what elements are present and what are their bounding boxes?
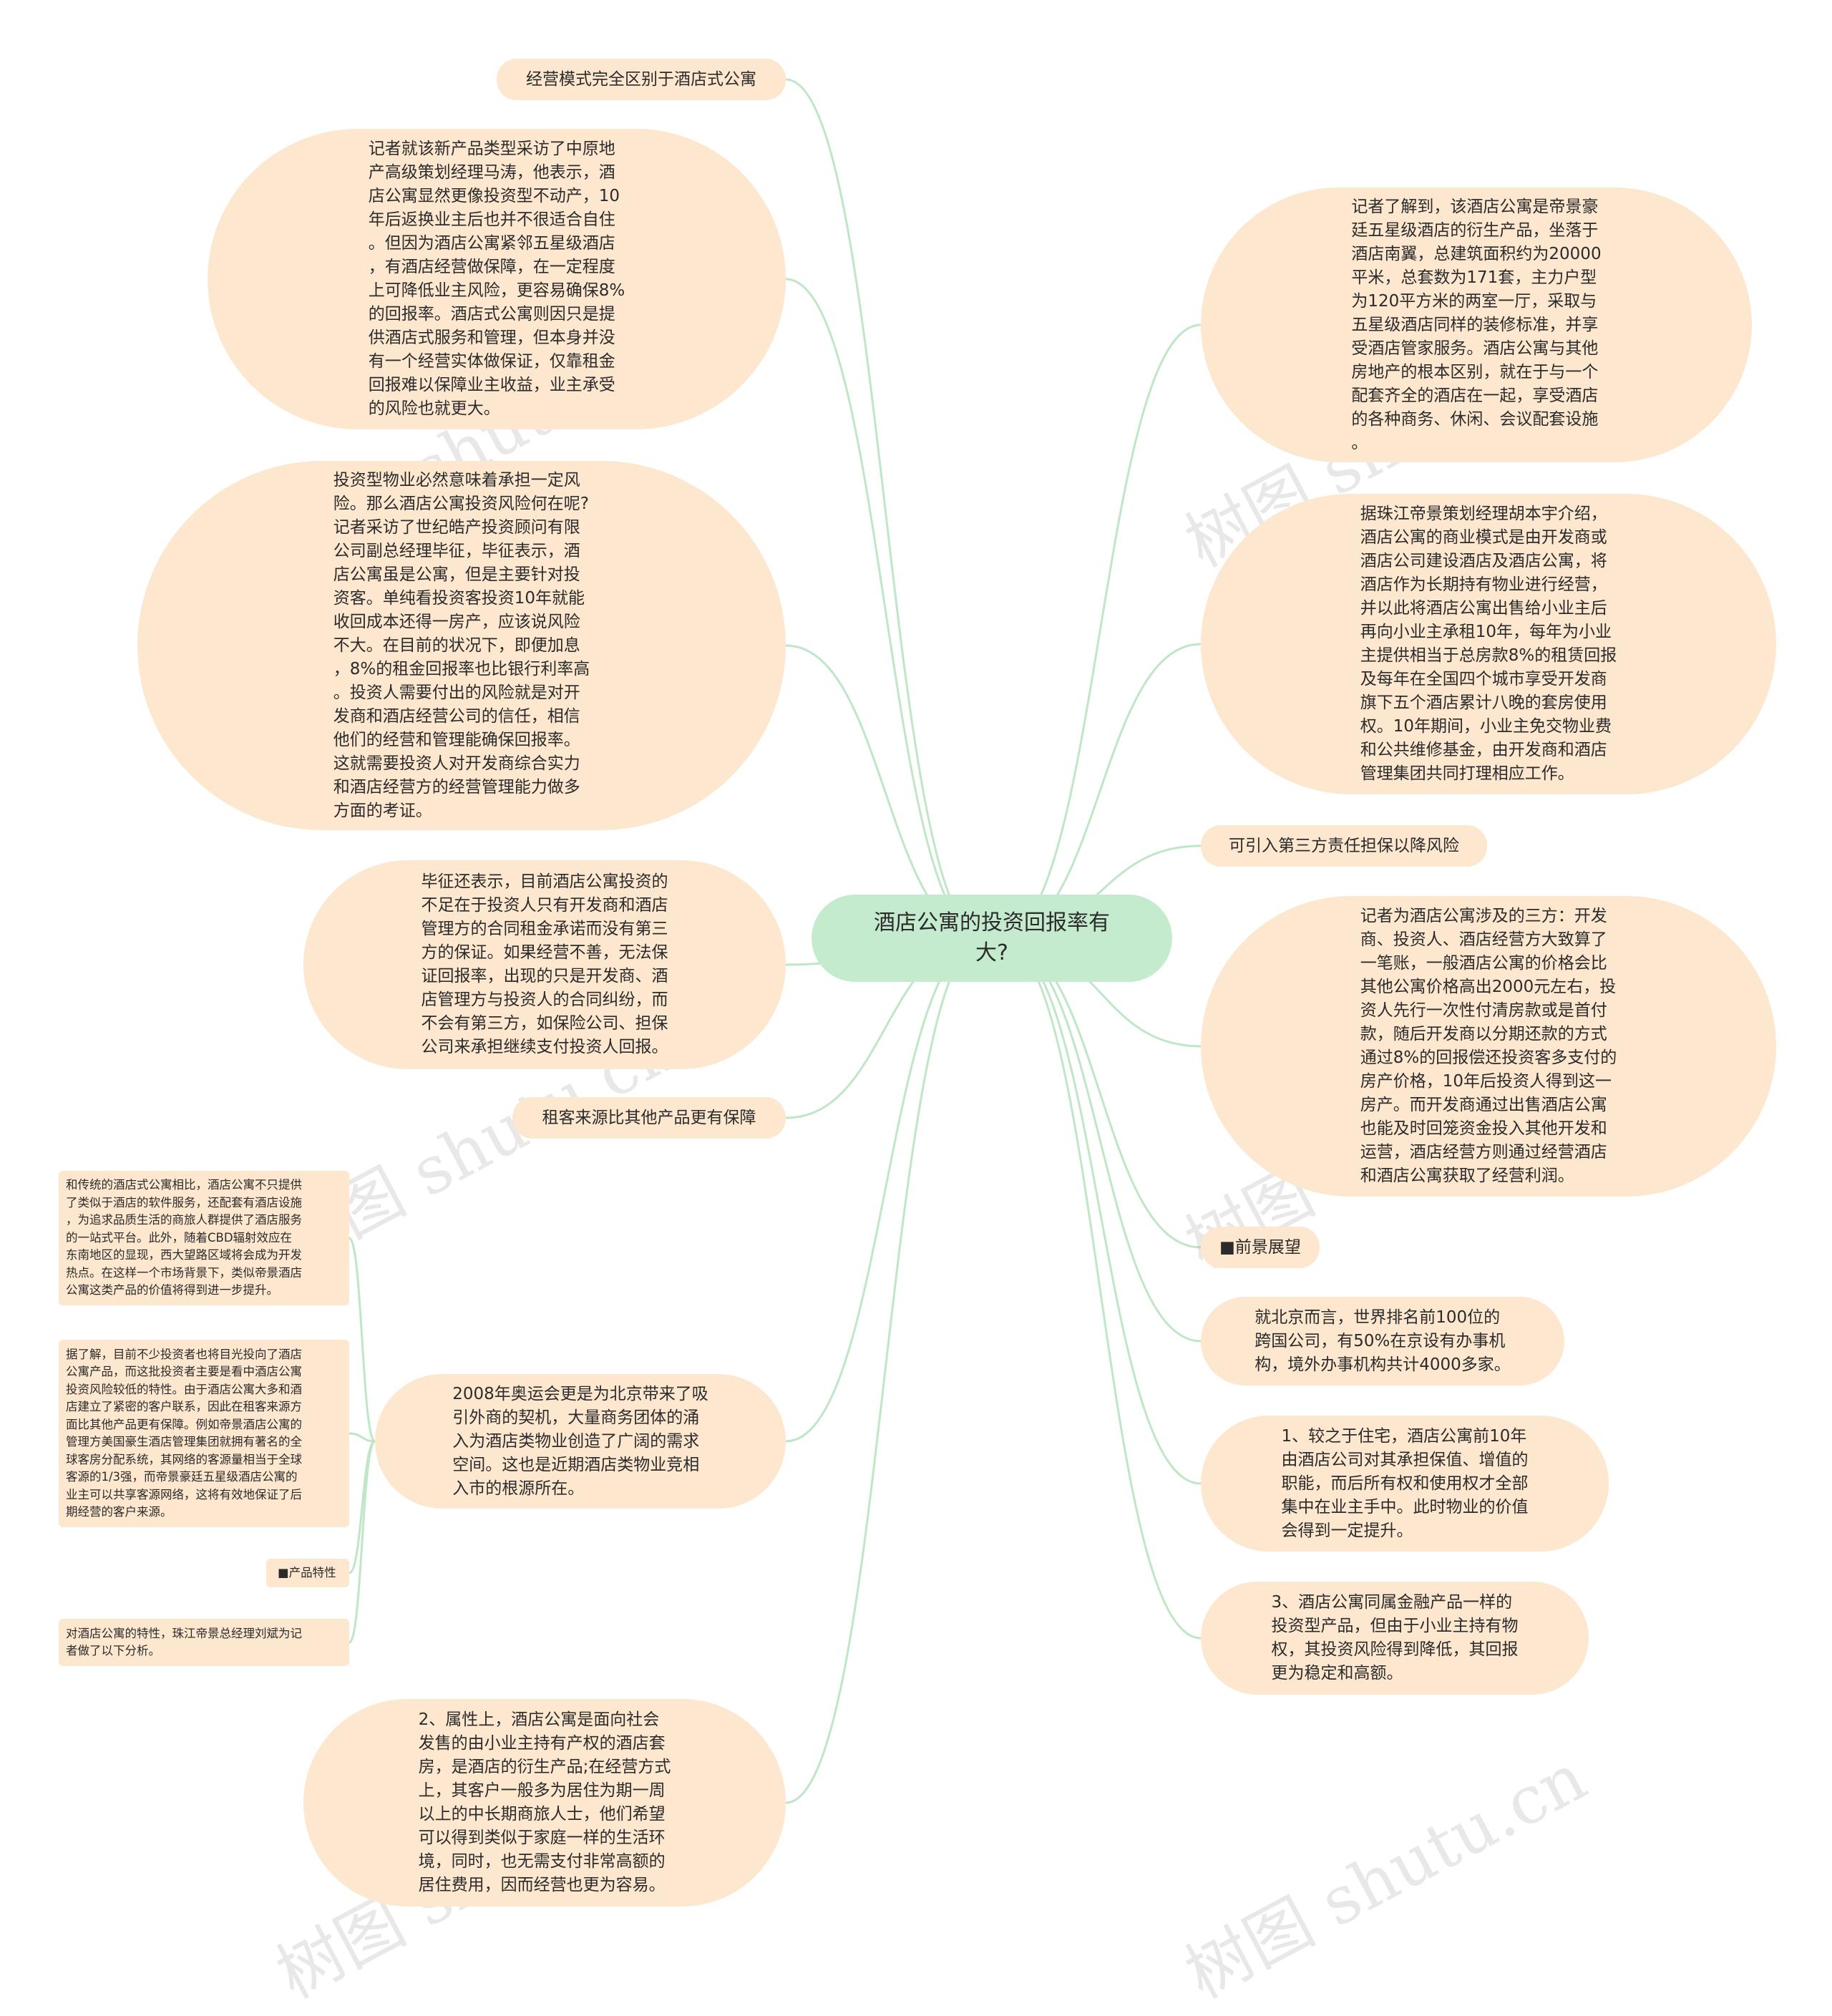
sub-topic-text: ■产品特性 bbox=[278, 1565, 336, 1579]
topic-node[interactable]: 记者了解到，该酒店公寓是帝景豪 廷五星级酒店的衍生产品，坐落于 酒店南翼，总建筑… bbox=[1201, 188, 1752, 462]
connector-line bbox=[785, 78, 985, 940]
topic-node[interactable]: 毕征还表示，目前酒店公寓投资的 不足在于投资人只有开发商和酒店 管理方的合同租金… bbox=[303, 860, 786, 1069]
topic-node[interactable]: 记者为酒店公寓涉及的三方：开发 商、投资人、酒店经营方大致算了 一笔账，一般酒店… bbox=[1201, 896, 1776, 1197]
sub-topic-text: 和传统的酒店式公寓相比，酒店公寓不只提供 了类似于酒店的软件服务，还配套有酒店设… bbox=[66, 1178, 302, 1297]
topic-node[interactable]: ■前景展望 bbox=[1201, 1227, 1320, 1268]
connector-line bbox=[348, 1237, 376, 1443]
root-topic-label: 酒店公寓的投资回报率有 大? bbox=[874, 910, 1110, 965]
connector-line bbox=[998, 937, 1202, 1485]
topic-text: 1、较之于住宅，酒店公寓前10年 由酒店公司对其承担保值、增值的 职能，而后所有… bbox=[1281, 1426, 1529, 1540]
topic-text: 记者就该新产品类型采访了中原地 产高级策划经理马涛，他表示，酒 店公寓显然更像投… bbox=[368, 140, 625, 418]
topic-node[interactable]: 2008年奥运会更是为北京带来了吸 引外商的契机，大量商务团体的涌 入为酒店类物… bbox=[375, 1374, 786, 1509]
topic-node[interactable]: 投资型物业必然意味着承担一定风 险。那么酒店公寓投资风险何在呢? 记者采访了世纪… bbox=[137, 461, 786, 830]
topic-text: 经营模式完全区别于酒店式公寓 bbox=[526, 70, 756, 89]
topic-node[interactable]: 可引入第三方责任担保以降风险 bbox=[1201, 825, 1487, 867]
connector-line bbox=[998, 323, 1202, 940]
topic-text: 毕征还表示，目前酒店公寓投资的 不足在于投资人只有开发商和酒店 管理方的合同租金… bbox=[421, 872, 668, 1056]
topic-text: 可引入第三方责任担保以降风险 bbox=[1229, 837, 1459, 855]
topic-text: 据珠江帝景策划经理胡本宇介绍， 酒店公寓的商业模式是由开发商或 酒店公司建设酒店… bbox=[1360, 505, 1617, 783]
topic-text: 2008年奥运会更是为北京带来了吸 引外商的契机，大量商务团体的涌 入为酒店类物… bbox=[452, 1384, 708, 1498]
sub-topic-node[interactable]: 和传统的酒店式公寓相比，酒店公寓不只提供 了类似于酒店的软件服务，还配套有酒店设… bbox=[59, 1171, 349, 1305]
connector-line bbox=[998, 937, 1202, 1249]
topic-node[interactable]: 经营模式完全区别于酒店式公寓 bbox=[497, 59, 786, 100]
sub-topic-node[interactable]: ■产品特性 bbox=[266, 1559, 349, 1587]
topic-text: 记者了解到，该酒店公寓是帝景豪 廷五星级酒店的衍生产品，坐落于 酒店南翼，总建筑… bbox=[1351, 197, 1602, 452]
connector-line bbox=[785, 937, 985, 1804]
topic-text: 记者为酒店公寓涉及的三方：开发 商、投资人、酒店经营方大致算了 一笔账，一般酒店… bbox=[1360, 907, 1617, 1185]
topic-text: 投资型物业必然意味着承担一定风 险。那么酒店公寓投资风险何在呢? 记者采访了世纪… bbox=[333, 470, 590, 820]
sub-topic-text: 据了解，目前不少投资者也将目光投向了酒店 公寓产品，而这批投资者主要是看中酒店公… bbox=[66, 1347, 302, 1519]
root-topic[interactable]: 酒店公寓的投资回报率有 大? bbox=[812, 895, 1172, 982]
topic-node[interactable]: 2、属性上，酒店公寓是面向社会 发售的由小业主持有产权的酒店套 房，是酒店的衍生… bbox=[303, 1699, 786, 1907]
connector-line bbox=[349, 1432, 376, 1443]
connector-line bbox=[348, 1440, 376, 1644]
topic-text: ■前景展望 bbox=[1219, 1238, 1301, 1257]
sub-topic-node[interactable]: 对酒店公寓的特性，珠江帝景总经理刘斌为记 者做了以下分析。 bbox=[59, 1619, 349, 1666]
topic-text: 就北京而言，世界排名前100位的 跨国公司，有50%在京设有办事机 构，境外办事… bbox=[1254, 1308, 1511, 1374]
topic-node[interactable]: 就北京而言，世界排名前100位的 跨国公司，有50%在京设有办事机 构，境外办事… bbox=[1201, 1297, 1564, 1386]
topic-text: 2、属性上，酒店公寓是面向社会 发售的由小业主持有产权的酒店套 房，是酒店的衍生… bbox=[418, 1710, 671, 1894]
mind-map-canvas: 树图 shutu.cn 树图 shutu.cn 树图 shutu.cn 树图 s… bbox=[59, 59, 1776, 2013]
connector-line bbox=[785, 278, 985, 940]
topic-text: 租客来源比其他产品更有保障 bbox=[542, 1109, 756, 1127]
topic-node[interactable]: 租客来源比其他产品更有保障 bbox=[512, 1097, 786, 1139]
topic-node[interactable]: 3、酒店公寓同属金融产品一样的 投资型产品，但由于小业主持有物 权，其投资风险得… bbox=[1201, 1582, 1589, 1695]
topic-node[interactable]: 1、较之于住宅，酒店公寓前10年 由酒店公司对其承担保值、增值的 职能，而后所有… bbox=[1201, 1416, 1609, 1552]
sub-topic-node[interactable]: 据了解，目前不少投资者也将目光投向了酒店 公寓产品，而这批投资者主要是看中酒店公… bbox=[59, 1340, 349, 1527]
sub-topic-text: 对酒店公寓的特性，珠江帝景总经理刘斌为记 者做了以下分析。 bbox=[66, 1626, 302, 1658]
topic-text: 3、酒店公寓同属金融产品一样的 投资型产品，但由于小业主持有物 权，其投资风险得… bbox=[1271, 1593, 1519, 1683]
topic-node[interactable]: 据珠江帝景策划经理胡本宇介绍， 酒店公寓的商业模式是由开发商或 酒店公司建设酒店… bbox=[1201, 494, 1776, 794]
topic-node[interactable]: 记者就该新产品类型采访了中原地 产高级策划经理马涛，他表示，酒 店公寓显然更像投… bbox=[208, 129, 786, 429]
